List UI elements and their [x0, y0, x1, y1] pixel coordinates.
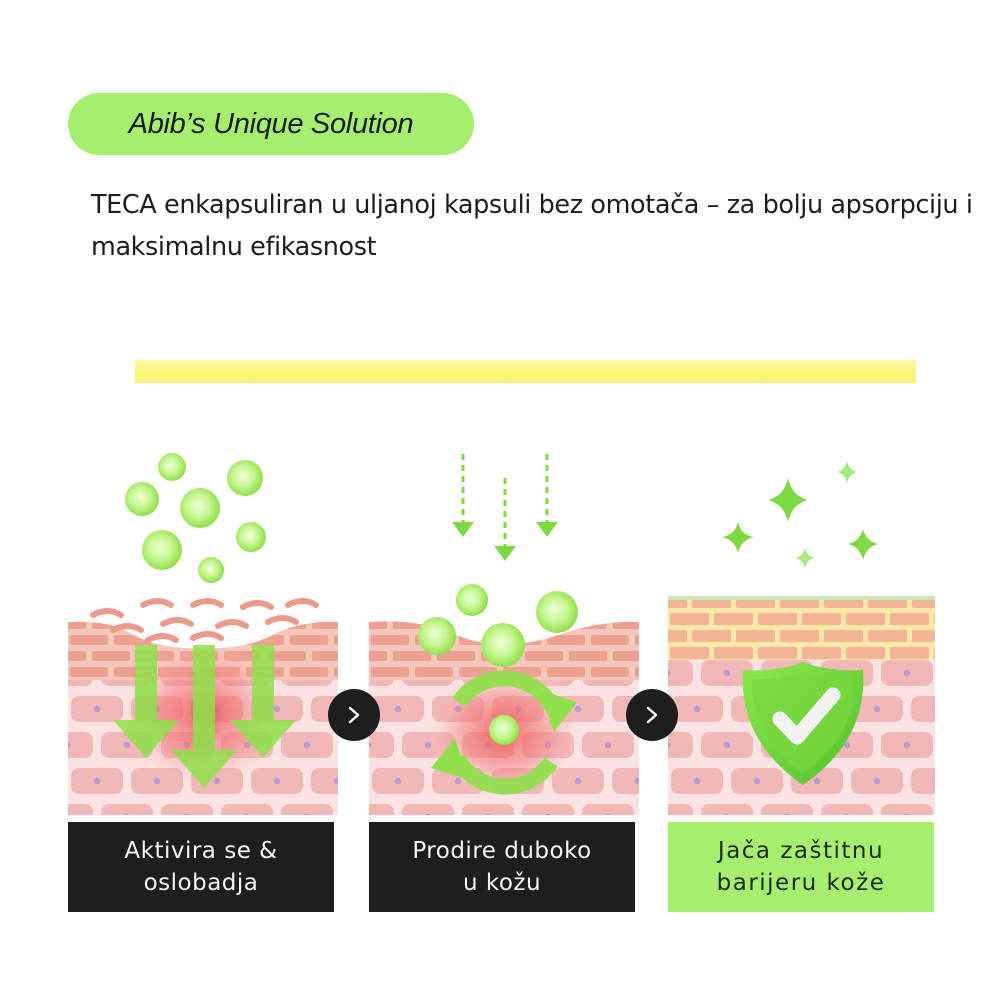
step-3-caption-line-2: barijeru kože	[716, 870, 886, 896]
shield-check-icon	[668, 461, 935, 815]
step-1-caption-line-2: oslobadja	[143, 870, 259, 896]
solution-badge-label: Abib’s Unique Solution	[128, 107, 414, 140]
next-step-button-2[interactable]	[626, 689, 678, 741]
headline: TECA enkapsuliran u uljanoj kapsuli bez …	[91, 190, 973, 262]
capsules-release-icon	[68, 453, 338, 815]
deep-penetration-icon	[369, 454, 639, 815]
step-1-illustration	[68, 440, 338, 815]
highlight-stripe	[135, 360, 916, 383]
step-3-caption-line-1: Jača zaštitnu	[717, 838, 885, 864]
step-1-caption-line-1: Aktivira se &	[124, 838, 278, 864]
step-2-caption-line-1: Prodire duboko	[412, 838, 592, 864]
step-1-caption: Aktivira se & oslobadja	[68, 822, 334, 912]
step-2-caption: Prodire duboko u kožu	[369, 822, 635, 912]
step-3-illustration	[668, 440, 938, 815]
next-step-button-1[interactable]	[328, 689, 380, 741]
chevron-right-icon	[646, 706, 658, 724]
chevron-right-icon	[348, 706, 360, 724]
step-2-caption-line-2: u kožu	[462, 870, 542, 896]
solution-badge: Abib’s Unique Solution	[68, 93, 474, 155]
step-3-caption: Jača zaštitnu barijeru kože	[668, 822, 934, 912]
step-2-illustration	[369, 440, 639, 815]
